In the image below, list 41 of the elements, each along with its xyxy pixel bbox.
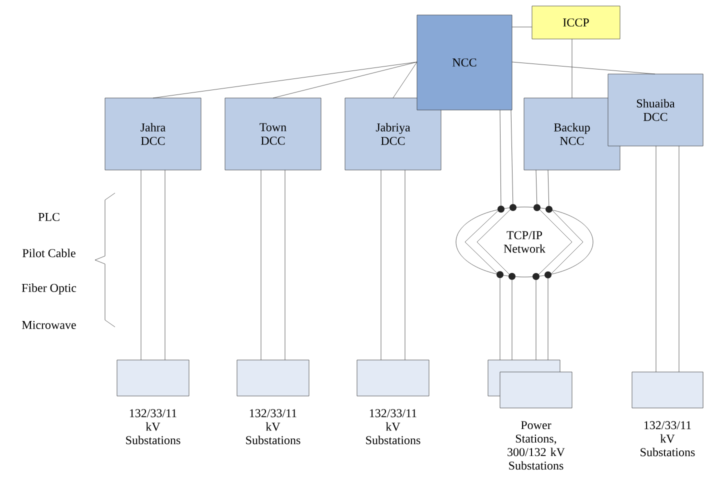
connector-line [404, 170, 406, 360]
connector-line [392, 62, 418, 98]
connector-line [512, 62, 656, 74]
substation-box [116, 360, 190, 396]
connector-line [532, 273, 540, 360]
substation-box [236, 360, 310, 396]
connector-line [152, 62, 418, 98]
medium-label: Pilot Cable [22, 248, 76, 258]
substation-box [500, 372, 572, 408]
medium-label: PLC [38, 212, 60, 222]
connector-line [510, 110, 516, 211]
connector-line [164, 170, 166, 360]
control-center-box: Backup NCC [524, 98, 620, 170]
connector-line [512, 26, 532, 28]
connector-line [260, 170, 262, 360]
control-center-box: Jahra DCC [104, 98, 202, 170]
caption-text: Power Stations, 300/132 kV Substations [508, 421, 565, 470]
connector-line [544, 271, 552, 360]
caption-text: 132/33/11 kV Substations [640, 421, 695, 456]
substation-box [356, 360, 430, 396]
control-center-box: NCC [416, 14, 512, 110]
medium-label: Microwave [22, 320, 76, 330]
control-center-box: Shuaiba DCC [608, 74, 704, 146]
connector-line [380, 170, 382, 360]
caption-text: 132/33/11 kV Substations [126, 409, 180, 444]
connector-line [284, 170, 286, 360]
iccp-box: ICCP [532, 6, 620, 40]
connector-line [498, 110, 504, 213]
substation-box [632, 372, 704, 408]
caption-text: 132/33/11 kV Substations [246, 409, 300, 444]
connector-line [496, 271, 504, 360]
connector-line [546, 170, 552, 213]
connector-line [272, 62, 418, 98]
control-center-box: Town DCC [224, 98, 322, 170]
connector-line [534, 170, 540, 212]
connector-line [508, 272, 516, 360]
connector-line [140, 170, 142, 360]
control-center-box: Jabriya DCC [344, 98, 442, 170]
caption-text: 132/33/11 kV Substations [366, 409, 420, 444]
connector-line [678, 146, 680, 372]
medium-label: Fiber Optic [22, 284, 76, 294]
